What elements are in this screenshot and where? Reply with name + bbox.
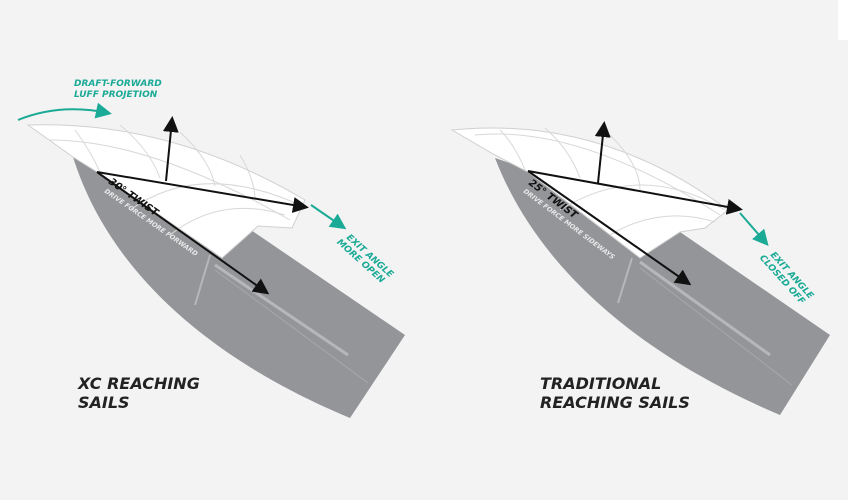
hull-stripe: [617, 257, 633, 304]
luff-projection-arrow: [17, 102, 112, 121]
drive-arrow: [527, 170, 692, 286]
lift-arrow: [162, 116, 179, 182]
lift-arrow: [594, 121, 611, 184]
boom-arrow: [96, 171, 309, 213]
hull-stripe: [194, 254, 211, 306]
hull-stripe: [214, 269, 369, 384]
edge-strip: [838, 0, 848, 40]
drive-arrow: [96, 171, 270, 295]
exit-angle-arrow: [310, 204, 347, 230]
exit-angle-arrow: [739, 212, 769, 247]
hull: [495, 158, 830, 415]
hull-stripe: [639, 267, 793, 386]
sail-seams: [474, 127, 726, 236]
hull-stripe: [214, 263, 349, 357]
boom-arrow: [527, 170, 743, 215]
sail-seams: [49, 124, 301, 236]
traditional-reaching-panel: 25° TWIST DRIVE FORCE MORE SIDEWAYS EXIT…: [450, 121, 830, 415]
exit-label: EXIT ANGLEMORE OPEN: [334, 230, 395, 288]
hull-stripe: [639, 260, 771, 357]
